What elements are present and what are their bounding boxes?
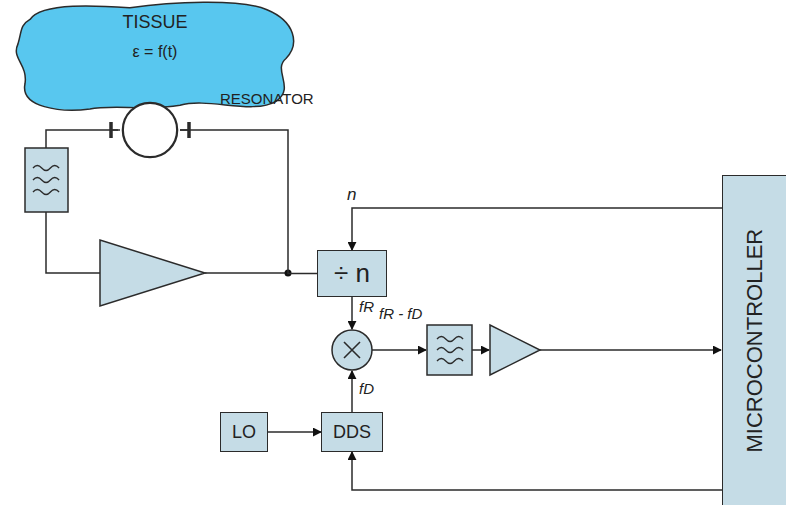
signal-name: fR - fD (378, 306, 423, 323)
dds-box: DDS (321, 412, 383, 452)
signal-wire (268, 431, 321, 433)
resonator-outline (120, 98, 180, 162)
mixer-symbol (332, 330, 372, 370)
node-text: LO (232, 422, 256, 443)
wires (46, 130, 721, 412)
signal-wire (352, 208, 722, 250)
signal-name: fD (358, 381, 375, 398)
node-text: DDS (333, 422, 371, 443)
microcontroller-box: MICROCONTROLLER (722, 175, 786, 505)
resonator-circle: RESONATOR (120, 98, 180, 162)
divider-box: ÷ n (317, 250, 387, 297)
node-text: RESONATOR (220, 90, 314, 107)
node-text: TISSUE (122, 12, 187, 33)
signal-wire (352, 452, 722, 490)
amplifier-symbol (490, 325, 540, 375)
node-text: MICROCONTROLLER (742, 229, 767, 453)
signal-wire (180, 130, 317, 274)
amplifier-symbol (100, 240, 205, 306)
node-text: ε = f(t) (133, 43, 178, 61)
bandpass-filter-symbol (25, 148, 68, 212)
signal-name: fR (358, 299, 375, 316)
lowpass-filter-symbol (427, 325, 472, 375)
oscillator-box: LO (220, 412, 268, 452)
signal-name: n (346, 186, 357, 205)
node-text: ÷ n (334, 259, 370, 289)
